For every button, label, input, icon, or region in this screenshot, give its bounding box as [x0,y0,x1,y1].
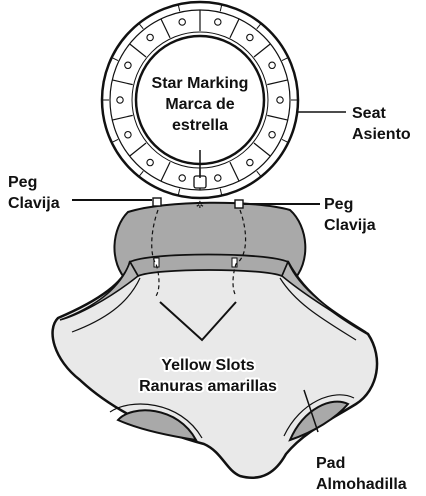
seat-clip [125,62,131,68]
seat-clip [179,19,185,25]
peg-left-label-es: Clavija [8,195,60,212]
star-marking-label-en: Star Marking [152,75,249,92]
seat-clip [179,175,185,181]
seat-clip [269,132,275,138]
seat-clip [125,132,131,138]
yellow-slot-right [232,258,237,267]
seat-clip [247,34,253,40]
svg-text:✲: ✲ [196,200,204,211]
seat-clip [215,19,221,25]
pad-label-en: Pad [316,455,345,472]
pad-label-es: Almohadilla [316,476,407,493]
peg-right-icon [235,200,243,208]
seat-clip [269,62,275,68]
seat-clip [147,159,153,165]
peg-left-label-en: Peg [8,174,37,191]
seat-label-es: Asiento [352,126,411,143]
seat-label-en: Seat [352,105,386,122]
star-marking-label-es-2: estrella [172,117,228,134]
peg-left-icon [153,198,161,206]
seat-clip [247,159,253,165]
peg-right-label-es: Clavija [324,217,376,234]
seat-clip [147,34,153,40]
yellow-slots-label-en: Yellow Slots [161,357,254,374]
peg-right-label-en: Peg [324,196,353,213]
seat-clip [117,97,123,103]
seat-clip [215,175,221,181]
star-marking-label-es-1: Marca de [165,96,234,113]
yellow-slots-label-es: Ranuras amarillas [139,378,277,395]
pad [53,203,377,478]
seat-clip [277,97,283,103]
